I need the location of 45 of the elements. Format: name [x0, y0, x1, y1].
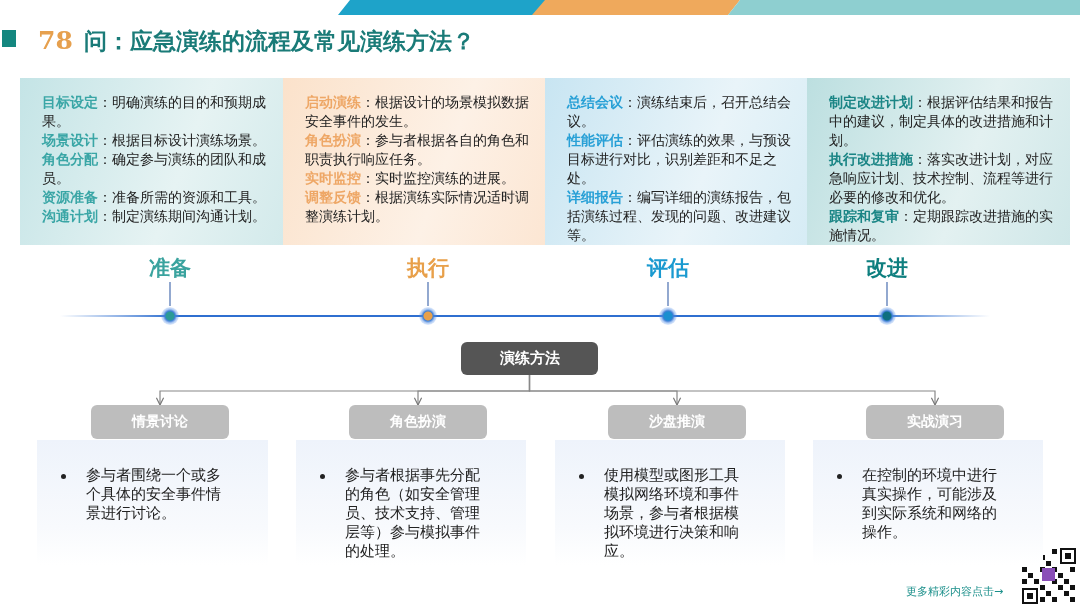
text-paragraph: 跟踪和复审：定期跟踪改进措施的实施情况。: [829, 207, 1054, 245]
leader-line: [886, 281, 888, 307]
method-tag: 角色扮演: [349, 405, 487, 439]
text-paragraph: 资源准备：准备所需的资源和工具。: [42, 188, 267, 207]
description-text: 在控制的环境中进行真实操作，可能涉及到实际系统和网络的操作。: [862, 466, 998, 542]
stage-label: 评估: [633, 255, 703, 281]
arrow: [528, 374, 940, 406]
leader-line: [169, 281, 171, 307]
method-tag: 情景讨论: [91, 405, 229, 439]
text-paragraph: 沟通计划：制定演练期间沟通计划。: [42, 207, 267, 226]
timeline-dot: [161, 307, 179, 325]
text-paragraph: 性能评估：评估演练的效果，与预设目标进行对比，识别差距和不足之处。: [567, 131, 792, 188]
description-text: 参与者根据事先分配的角色（如安全管理员、技术支持、管理层等）参与模拟事件的处理。: [345, 466, 481, 561]
text-paragraph: 角色分配：确定参与演练的团队和成员。: [42, 150, 267, 188]
method-tag: 沙盘推演: [608, 405, 746, 439]
text-paragraph: 总结会议：演练结束后，召开总结会议。: [567, 93, 792, 131]
stage-panel: [807, 78, 1070, 245]
method-tag: 实战演习: [866, 405, 1004, 439]
stage-panel: [283, 78, 545, 245]
text-paragraph: 角色扮演：参与者根据各自的角色和职责执行响应任务。: [305, 131, 530, 169]
description-text: 参与者围绕一个或多个具体的安全事件情景进行讨论。: [86, 466, 222, 523]
text-paragraph: 调整反馈：根据演练实际情况适时调整演练计划。: [305, 188, 530, 226]
text-paragraph: 场景设计：根据目标设计演练场景。: [42, 131, 267, 150]
text-paragraph: 执行改进措施：落实改进计划，对应急响应计划、技术控制、流程等进行必要的修改和优化。: [829, 150, 1054, 207]
stage-label: 改进: [852, 255, 922, 281]
stage-label: 准备: [135, 255, 205, 281]
stage-panel: [545, 78, 807, 245]
timeline-dot: [659, 307, 677, 325]
text-paragraph: 制定改进计划：根据评估结果和报告中的建议，制定具体的改进措施和计划。: [829, 93, 1054, 150]
stage-panel: [20, 78, 283, 245]
description-panel: [813, 440, 1043, 565]
text-paragraph: 详细报告：编写详细的演练报告，包括演练过程、发现的问题、改进建议等。: [567, 188, 792, 245]
text-paragraph: 启动演练：根据设计的场景模拟数据安全事件的发生。: [305, 93, 530, 131]
leader-line: [667, 281, 669, 307]
timeline-dot: [419, 307, 437, 325]
description-text: 使用模型或图形工具模拟网络环境和事件场景，参与者根据模拟环境进行决策和响应。: [604, 466, 740, 561]
method-heading: 演练方法: [461, 342, 598, 375]
text-paragraph: 实时监控：实时监控演练的进展。: [305, 169, 516, 188]
stage-label: 执行: [393, 255, 463, 281]
timeline-dot: [878, 307, 896, 325]
question-number: 78: [38, 26, 73, 55]
leader-line: [427, 281, 429, 307]
title: 问：应急演练的流程及常见演练方法？: [84, 27, 475, 56]
more-content-link: 更多精彩内容点击→: [906, 584, 1004, 599]
text-paragraph: 目标设定：明确演练的目的和预期成果。: [42, 93, 267, 131]
